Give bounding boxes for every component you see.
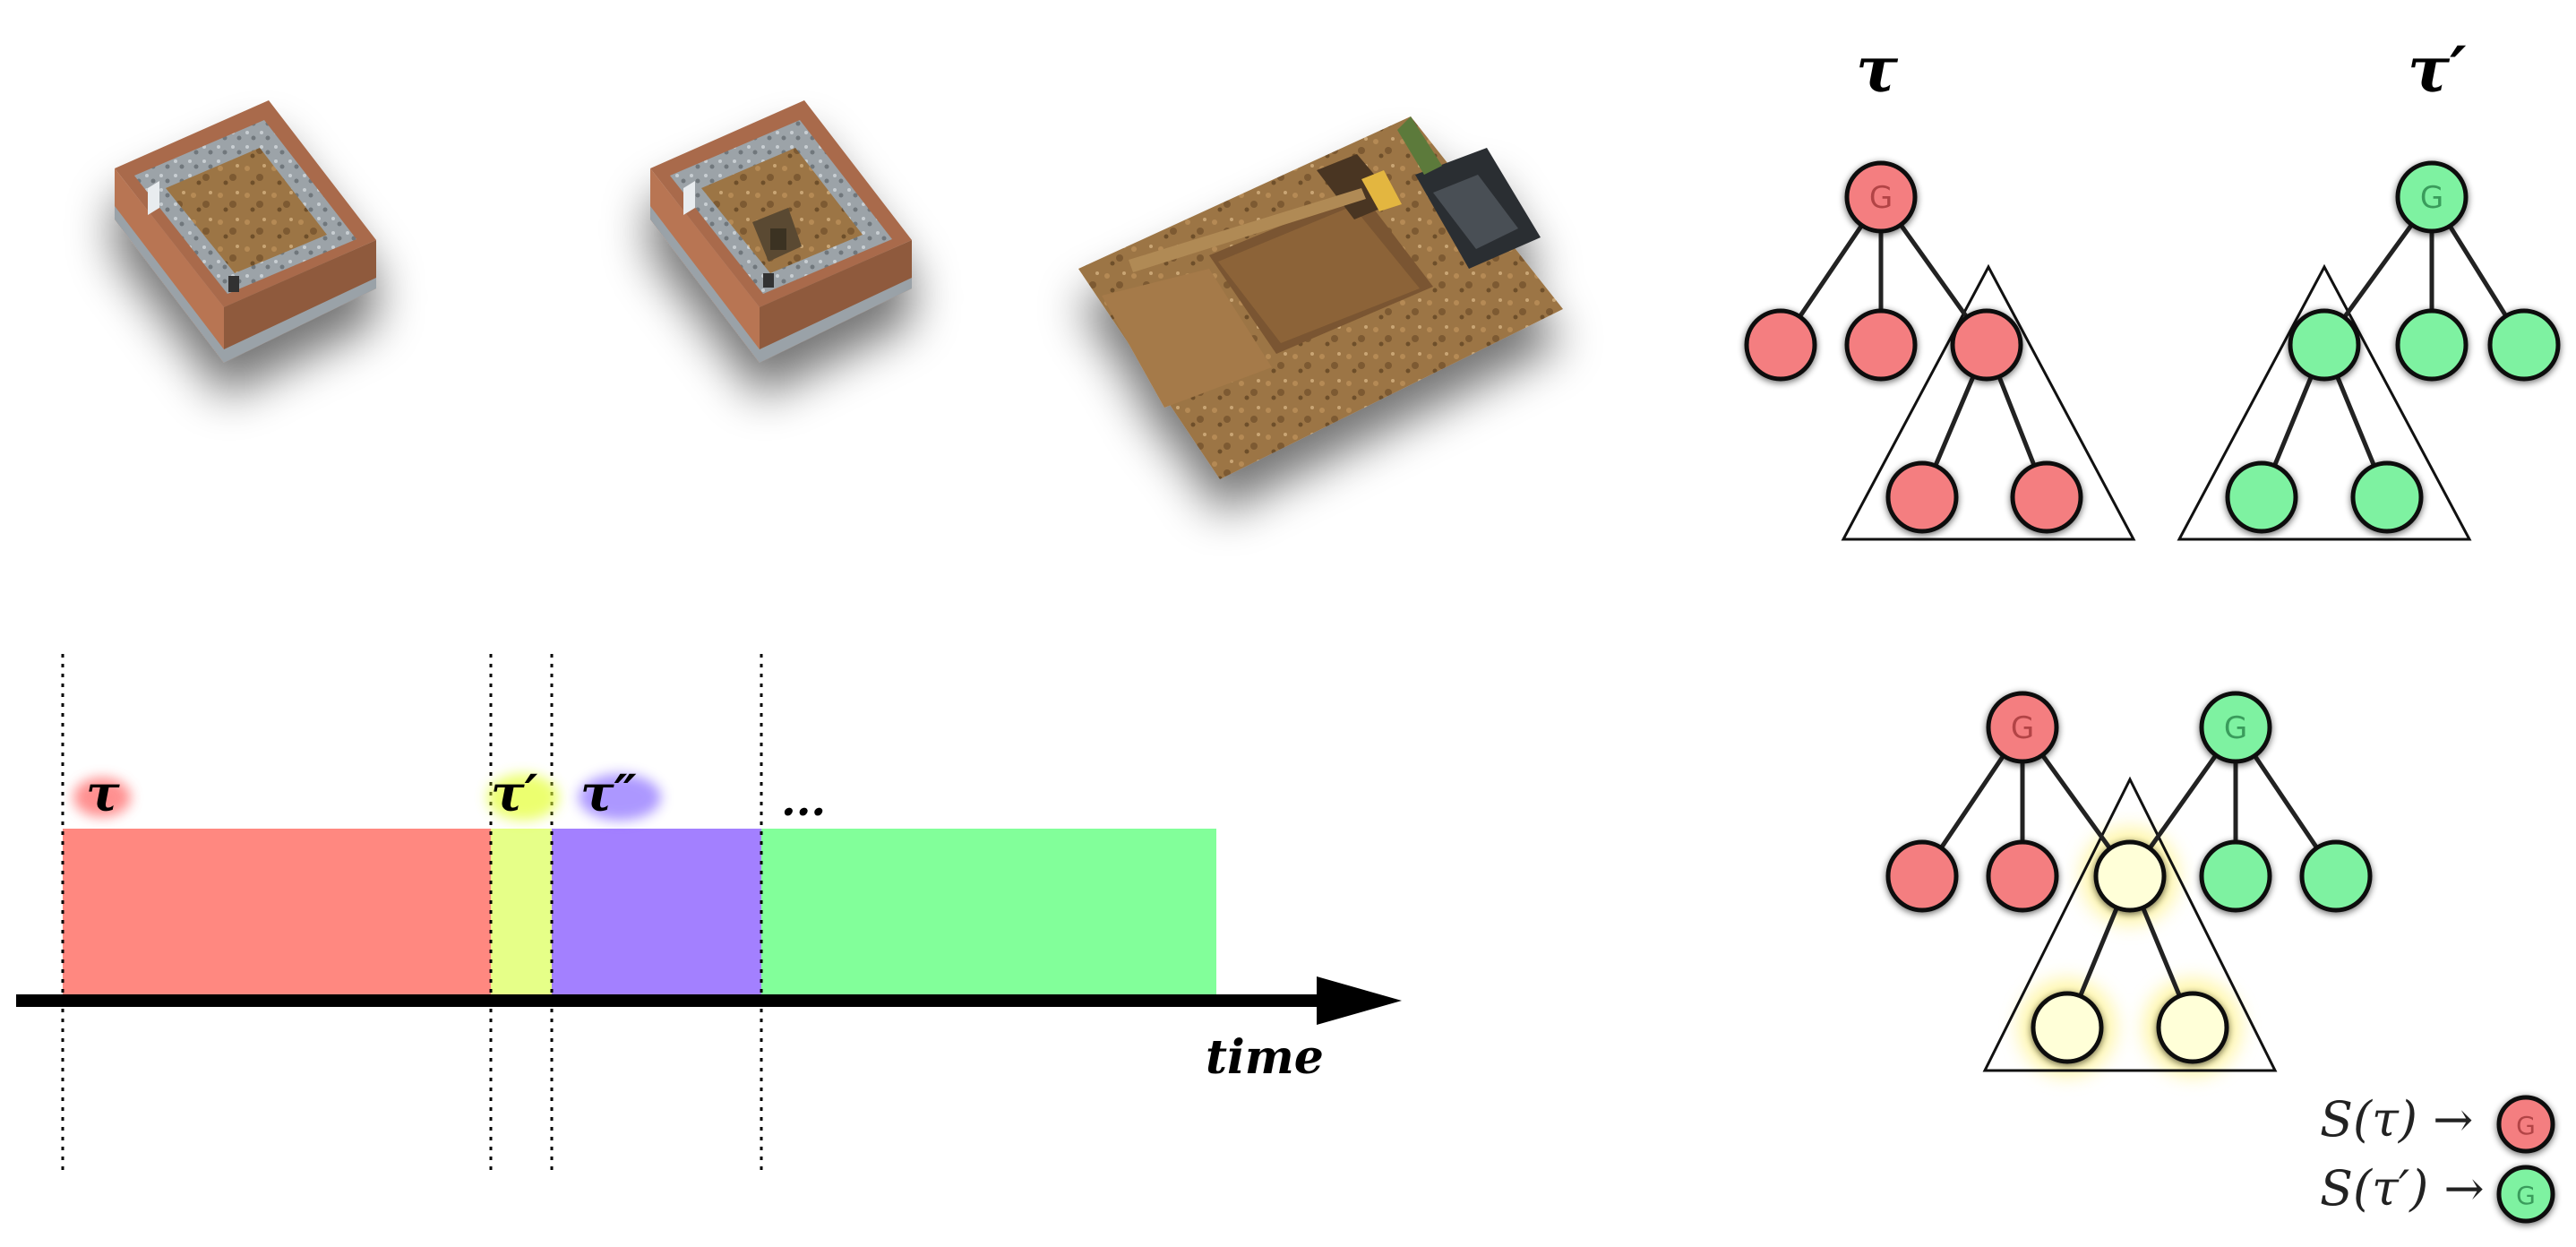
merged-root-green-label: G [2224, 710, 2247, 746]
tree-tau-node [1950, 308, 2023, 382]
legend-node-green-icon [2496, 1165, 2555, 1224]
tree-tau-prime-node [2225, 460, 2298, 534]
tree-tau: τ G [1744, 32, 2136, 541]
tree-tau-prime: τ′ G [2177, 32, 2561, 541]
legend: S(τ) → G S(τ′) → G [2320, 1091, 2555, 1224]
time-axis-label: time [1206, 1030, 1324, 1085]
segment-label-tau-prime: τ′ [491, 764, 538, 823]
merged-red-node [1885, 839, 1959, 913]
merged-root-red-node [1986, 691, 2059, 764]
tree-tau-title: τ [1856, 32, 1899, 107]
tree-tau-root-node [1844, 160, 1918, 234]
merged-green-node [2299, 839, 2373, 913]
scene-model-2-icon [650, 100, 912, 363]
tree-tau-prime-root-label: G [2420, 180, 2443, 216]
legend-expr-tau: S(τ) → [2320, 1091, 2473, 1148]
tree-tau-node [1844, 308, 1918, 382]
legend-expr-tau-prime: S(τ′) → [2320, 1160, 2485, 1217]
merged-shared-node [2031, 991, 2104, 1064]
time-axis-arrowhead [1317, 976, 1402, 1025]
legend-node-green-label: G [2516, 1181, 2536, 1210]
tree-tau-node [1744, 308, 1817, 382]
segment-ellipsis [761, 829, 1216, 995]
tree-tau-prime-node [2487, 308, 2561, 382]
merged-subtree-triangle [1982, 776, 2278, 1072]
tree-tau-prime-node [2395, 308, 2469, 382]
legend-node-red-label: G [2516, 1111, 2536, 1140]
timeline: τ τ′ τ″ ... time [16, 654, 1402, 1174]
segment-label-tau-double-prime: τ″ [580, 764, 637, 823]
segment-label-tau: τ [86, 764, 120, 823]
tree-tau-root-label: G [1869, 180, 1893, 216]
merged-root-red-label: G [2011, 710, 2034, 746]
tree-tau-prime-title: τ′ [2408, 32, 2467, 107]
merged-shared-node [2093, 839, 2167, 913]
tree-tau-prime-node [2288, 308, 2361, 382]
tree-tau-prime-root-node [2395, 160, 2469, 234]
legend-node-red-icon [2496, 1095, 2555, 1154]
segment-tau-prime [491, 829, 552, 995]
merged-red-node [1986, 839, 2059, 913]
tree-tau-node [1885, 460, 1959, 534]
scene-model-1-icon [115, 100, 376, 363]
merged-tree: G G [1885, 691, 2373, 1077]
tree-tau-subtree-triangle [1841, 263, 2136, 541]
tree-tau-prime-subtree-triangle [2177, 263, 2472, 541]
segment-tau [63, 829, 491, 995]
tree-tau-prime-node [2350, 460, 2424, 534]
segment-tau-double-prime [552, 829, 761, 995]
segment-label-ellipsis: ... [781, 776, 826, 826]
tree-tau-node [2010, 460, 2083, 534]
excavation-site-photo-icon [1078, 116, 1563, 479]
merged-shared-node [2156, 991, 2229, 1064]
merged-green-node [2199, 839, 2272, 913]
merged-root-green-node [2199, 691, 2272, 764]
